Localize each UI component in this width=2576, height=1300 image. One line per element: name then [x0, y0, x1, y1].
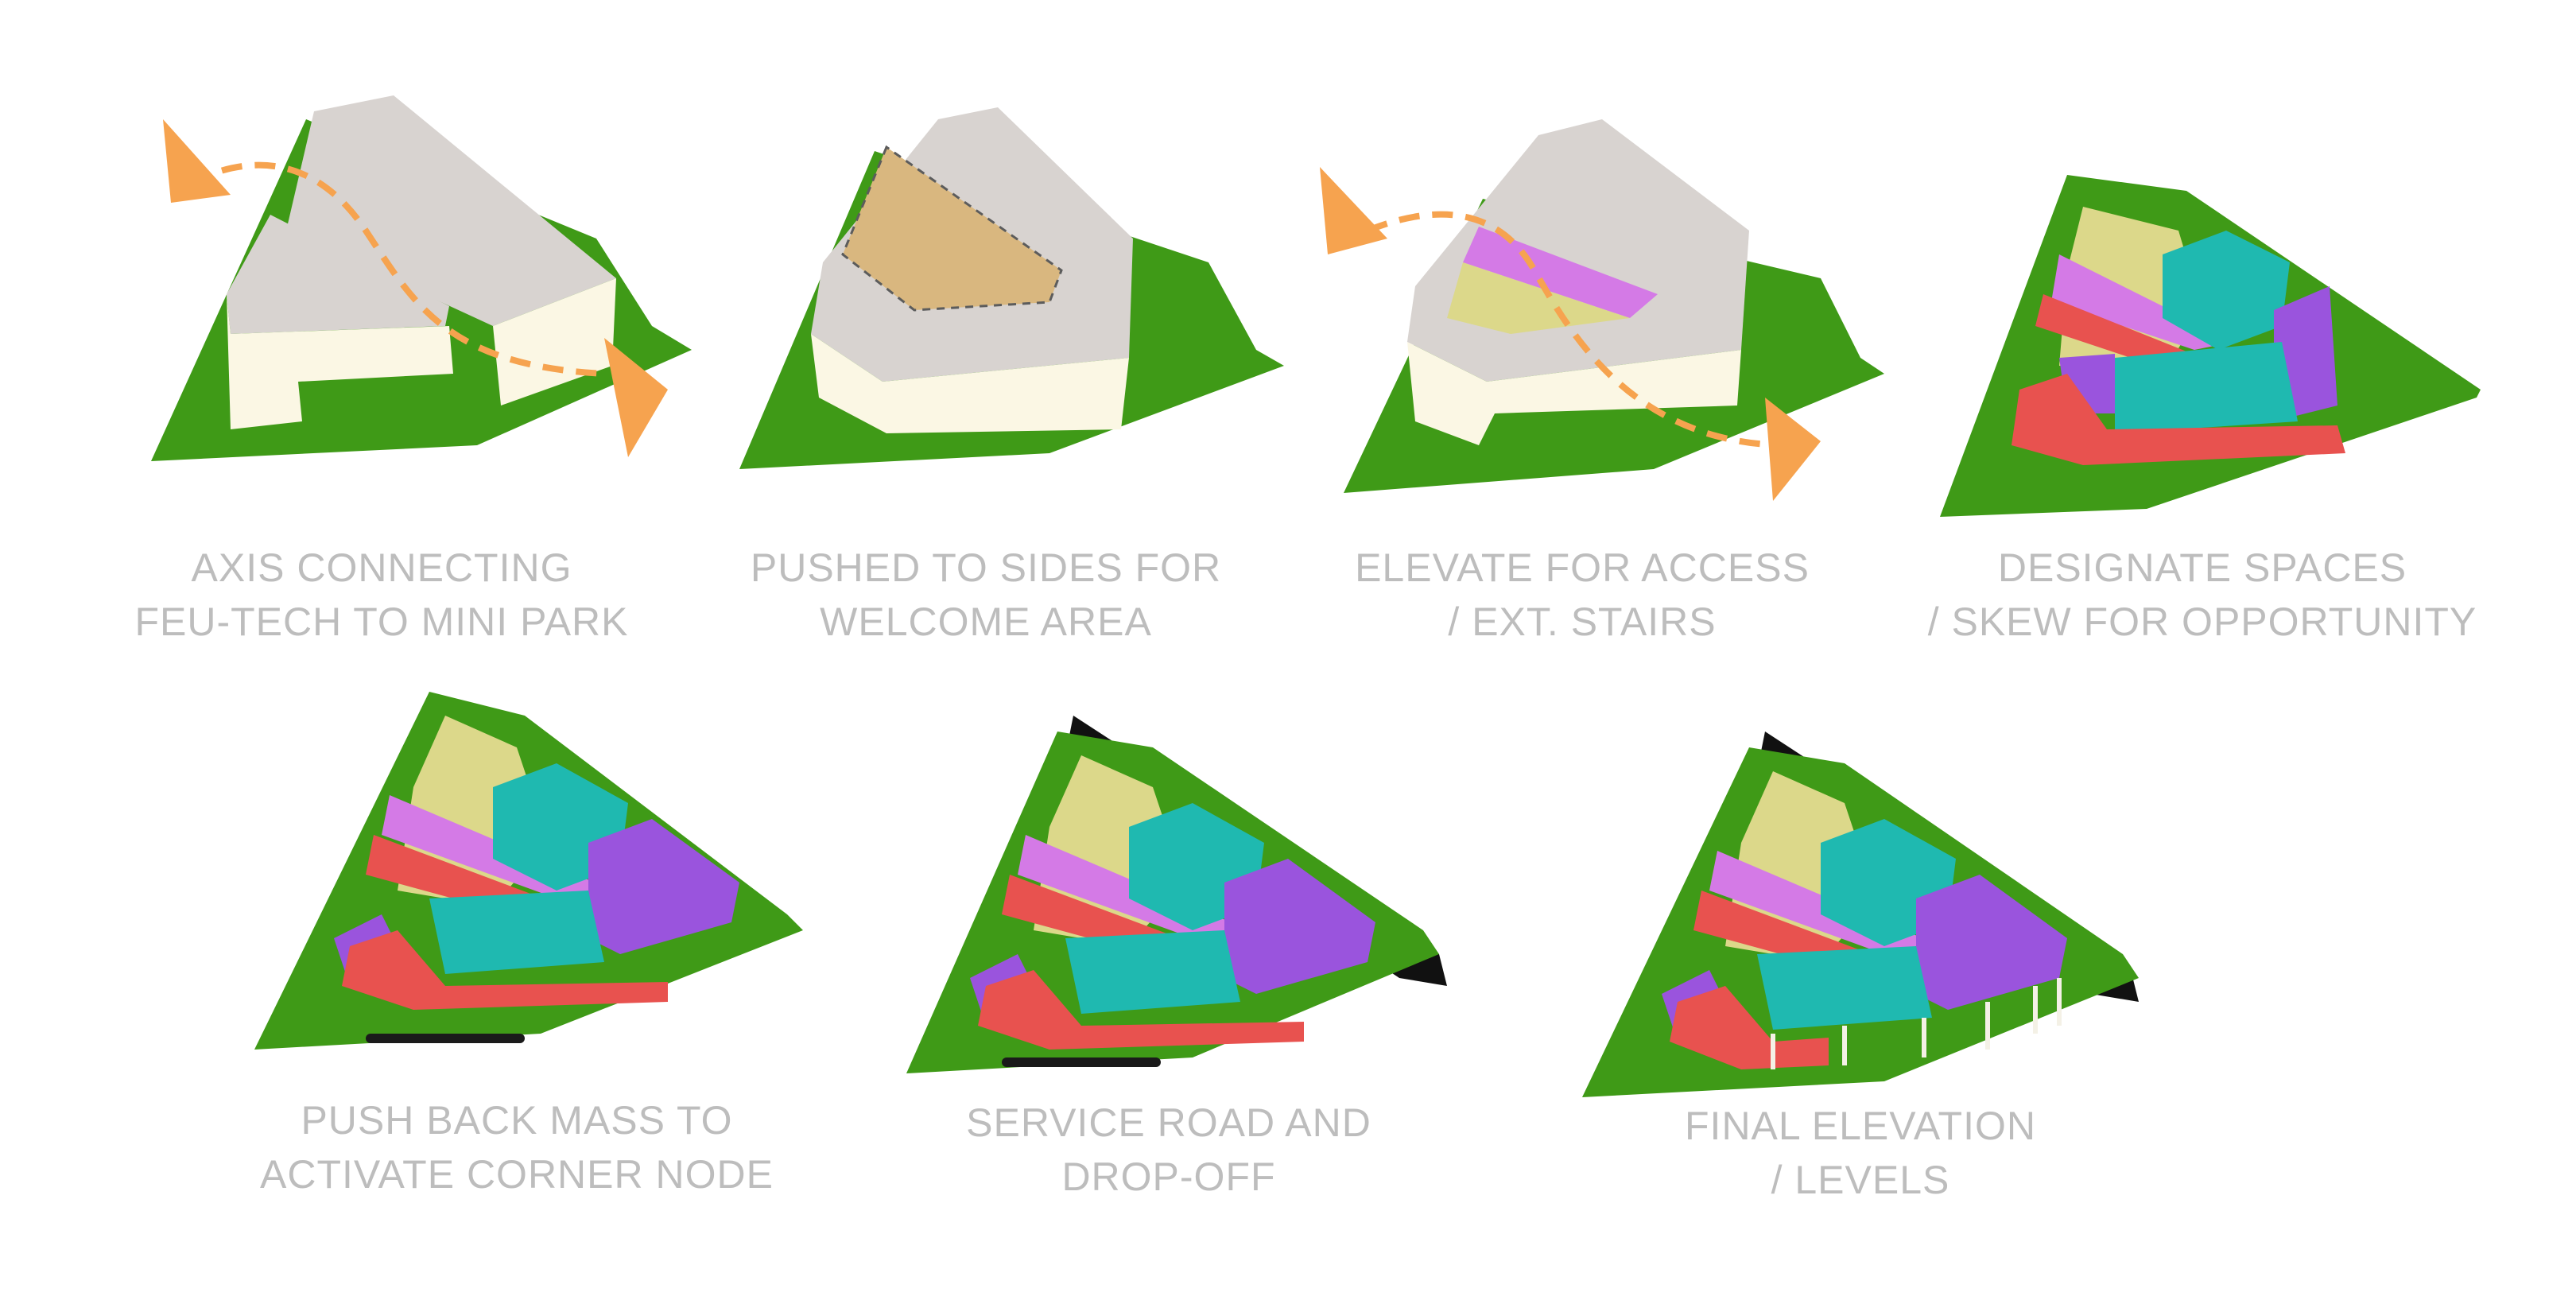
caption-line: SERVICE ROAD AND: [859, 1096, 1479, 1150]
caption-line: PUSHED TO SIDES FOR: [676, 541, 1296, 595]
step-6-caption: SERVICE ROAD AND DROP-OFF: [859, 1096, 1479, 1204]
step-3-elevate-diagram: [1320, 119, 1884, 501]
caption-line: ACTIVATE CORNER NODE: [207, 1147, 827, 1201]
caption-line: AXIS CONNECTING: [72, 541, 692, 595]
caption-line: WELCOME AREA: [676, 595, 1296, 649]
step-7-final-elevation-diagram: [1582, 731, 2139, 1097]
step-1-axis-diagram: [151, 95, 692, 461]
caption-line: FEU-TECH TO MINI PARK: [72, 595, 692, 649]
step-5-corner-node-diagram: [254, 692, 803, 1050]
program-teal: [1065, 930, 1240, 1014]
step-2-caption: PUSHED TO SIDES FOR WELCOME AREA: [676, 541, 1296, 649]
caption-line: / EXT. STAIRS: [1272, 595, 1892, 649]
program-teal: [2115, 342, 2298, 433]
step-4-caption: DESIGNATE SPACES / SKEW FOR OPPORTUNITY: [1892, 541, 2512, 649]
corner-node-shadow: [366, 1034, 525, 1043]
program-teal: [429, 891, 604, 974]
caption-line: PUSH BACK MASS TO: [207, 1093, 827, 1147]
step-4-designate-spaces-diagram: [1940, 175, 2481, 517]
drop-off-shadow: [1002, 1057, 1161, 1067]
caption-line: / LEVELS: [1550, 1153, 2171, 1207]
caption-line: ELEVATE FOR ACCESS: [1272, 541, 1892, 595]
step-2-welcome-area-diagram: [739, 107, 1284, 469]
caption-line: FINAL ELEVATION: [1550, 1099, 2171, 1153]
step-5-caption: PUSH BACK MASS TO ACTIVATE CORNER NODE: [207, 1093, 827, 1201]
step-1-caption: AXIS CONNECTING FEU-TECH TO MINI PARK: [72, 541, 692, 649]
program-teal: [1757, 946, 1932, 1030]
step-6-service-road-diagram: [906, 716, 1447, 1073]
caption-line: DROP-OFF: [859, 1150, 1479, 1204]
arrow-head-icon: [163, 119, 231, 203]
arrow-head-icon: [1765, 398, 1821, 501]
step-3-caption: ELEVATE FOR ACCESS / EXT. STAIRS: [1272, 541, 1892, 649]
caption-line: / SKEW FOR OPPORTUNITY: [1892, 595, 2512, 649]
arrow-head-icon: [1320, 167, 1387, 254]
caption-line: DESIGNATE SPACES: [1892, 541, 2512, 595]
step-7-caption: FINAL ELEVATION / LEVELS: [1550, 1099, 2171, 1207]
